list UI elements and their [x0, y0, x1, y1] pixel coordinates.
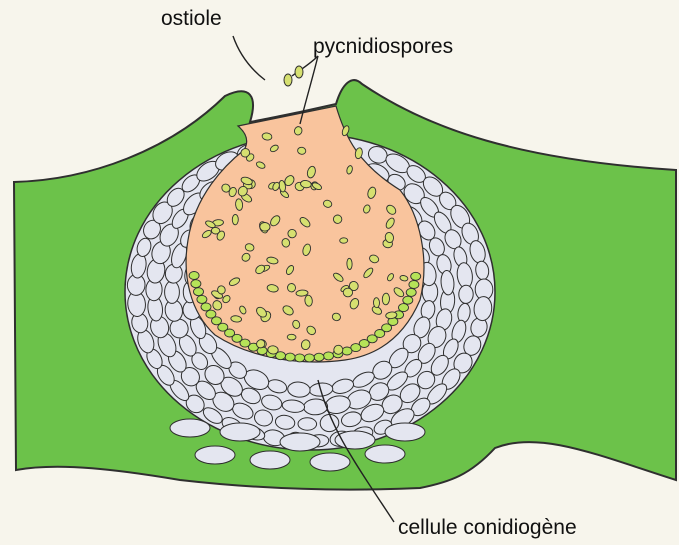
wall-cell: [335, 431, 375, 449]
pycnidiospore: [382, 293, 390, 305]
conidiogenous-cell: [411, 272, 421, 280]
pycnidiospore: [288, 229, 297, 238]
conidiogenous-cell-label: cellule conidiogène: [398, 517, 577, 538]
pycnidiospore: [260, 222, 271, 231]
conidiogenous-cell: [342, 347, 352, 355]
conidiogenous-cell: [285, 353, 295, 361]
wall-cell: [298, 418, 317, 431]
conidiogenous-cell: [314, 353, 324, 361]
conidiogenous-cell: [189, 272, 199, 280]
conidiogenous-cell: [206, 310, 216, 318]
pycnidiospores-label: pycnidiospores: [313, 36, 453, 57]
conidiogenous-cell: [194, 288, 204, 296]
wall-cell: [170, 419, 210, 437]
pycnidiospore: [373, 298, 379, 308]
conidiogenous-cell: [324, 352, 334, 360]
conidiogenous-cell: [399, 304, 409, 312]
ostiole-label: ostiole: [161, 8, 222, 29]
conidiogenous-cell: [304, 354, 314, 362]
wall-cell: [365, 445, 405, 463]
escaping-spore: [295, 66, 303, 78]
wall-cell: [310, 453, 350, 471]
pycnidiospore: [287, 283, 296, 292]
pycnidiospore: [343, 288, 353, 297]
pycnidiospore: [340, 238, 348, 244]
conidiogenous-cell: [406, 288, 416, 296]
wall-cell: [385, 423, 425, 441]
conidiogenous-cell: [191, 280, 201, 288]
ostiole-leader-line: [233, 36, 265, 80]
escaping-spore: [284, 74, 292, 86]
pycnidiospore: [347, 258, 353, 269]
wall-cell: [220, 423, 260, 441]
conidiogenous-cell: [409, 281, 419, 289]
conidiogenous-cell: [295, 354, 305, 362]
conidiogenous-cell: [201, 303, 211, 311]
conidiogenous-cell: [403, 296, 413, 304]
wall-cell: [280, 433, 320, 451]
pycnidiospore: [232, 214, 238, 225]
conidiogenous-cell: [197, 295, 207, 303]
wall-cell: [250, 451, 290, 469]
pycnidiospore: [287, 334, 296, 340]
wall-cell: [165, 281, 180, 304]
wall-cell: [195, 446, 235, 464]
wall-cell: [459, 285, 474, 303]
